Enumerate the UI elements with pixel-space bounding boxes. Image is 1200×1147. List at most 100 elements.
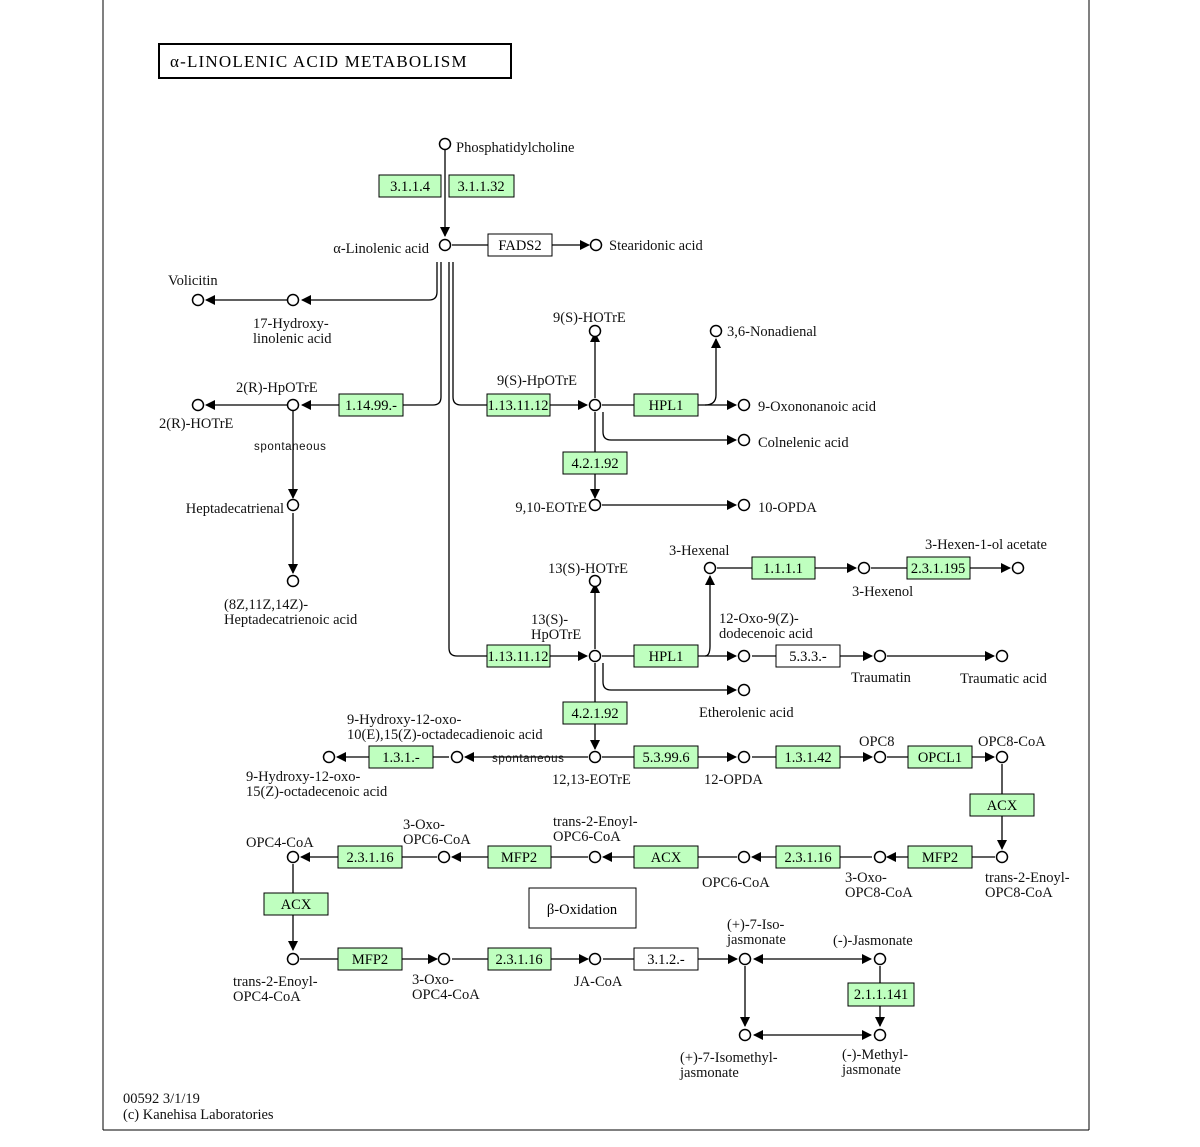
enzyme-adh[interactable]: 1.1.1.1	[751, 556, 816, 580]
edge-ala-17hydroxy	[301, 262, 438, 305]
compound-etherolenic-acid[interactable]	[737, 683, 751, 697]
enzyme-aoc[interactable]: 5.3.99.6	[633, 745, 699, 769]
enzyme-lox-13[interactable]: 1.13.11.12	[486, 644, 551, 668]
compound-3-hexenol[interactable]	[857, 561, 871, 575]
compound-9-hydroxy-12-oxo-octadecadienoic-acid[interactable]	[450, 750, 464, 764]
compound-colnelenic-acid[interactable]	[737, 433, 751, 447]
compound-2r-hotre[interactable]	[191, 398, 205, 412]
compound-heptadecatrienoic-acid[interactable]	[286, 574, 300, 588]
svg-text:1.14.99.-: 1.14.99.-	[345, 398, 397, 414]
enzyme-acx-1[interactable]: ACX	[969, 793, 1035, 817]
compound-opc6-coa[interactable]	[737, 850, 751, 864]
enzyme-kat-2[interactable]: 2.3.1.16	[337, 845, 403, 869]
enzyme-aat[interactable]: 2.3.1.195	[906, 556, 971, 580]
compound-9s-hotre[interactable]	[588, 324, 602, 338]
compound-3-hexen-1-ol-acetate[interactable]	[1011, 561, 1025, 575]
enzyme-hpl1-13[interactable]: HPL1	[633, 644, 699, 668]
compound-3-oxo-opc8-coa[interactable]	[873, 850, 887, 864]
edge-9shpotre-colnelenic	[602, 412, 737, 445]
enzyme-1.14.99[interactable]: 1.14.99.-	[338, 393, 404, 417]
label-3-hexenal: 3-Hexenal	[669, 543, 729, 559]
enzyme-fads2[interactable]: FADS2	[487, 233, 553, 257]
label-trans-2-enoyl-opc6-b: OPC6-CoA	[553, 829, 621, 845]
compound-13s-hpotre[interactable]	[588, 649, 602, 663]
compound-3-oxo-opc4-coa[interactable]	[437, 952, 451, 966]
enzyme-acx-3[interactable]: ACX	[263, 892, 329, 916]
enzyme-5.3.3[interactable]: 5.3.3.-	[775, 644, 841, 668]
label-trans-2-enoyl-opc4-b: OPC4-CoA	[233, 989, 301, 1005]
map-title: α-LINOLENIC ACID METABOLISM	[170, 52, 468, 71]
label-hydroxy-oxo-enoic-a: 9-Hydroxy-12-oxo-	[246, 769, 361, 785]
label-9s-hpotre: 9(S)-HpOTrE	[497, 373, 577, 389]
beta-oxidation-map-link[interactable]: β-Oxidation	[528, 887, 637, 929]
compound-2r-hpotre[interactable]	[286, 398, 300, 412]
compound-9-10-eotre[interactable]	[588, 498, 602, 512]
compound-3-6-nonadienal[interactable]	[709, 324, 723, 338]
label-spontaneous-1: spontaneous	[254, 441, 326, 453]
compound-heptadecatrienal[interactable]	[286, 498, 300, 512]
label-12-opda: 12-OPDA	[704, 772, 763, 788]
compound-alpha-linolenic-acid[interactable]	[438, 238, 452, 252]
compound-traumatin[interactable]	[873, 649, 887, 663]
enzyme-mfp2-3[interactable]: MFP2	[337, 947, 403, 971]
compound-10-opda[interactable]	[737, 498, 751, 512]
compound-7-isomethyl-jasmonate[interactable]	[738, 1028, 752, 1042]
compound-opc4-coa[interactable]	[286, 850, 300, 864]
label-heptadecatrienoic-acid-a: (8Z,11Z,14Z)-	[224, 597, 308, 613]
compound-traumatic-acid[interactable]	[995, 649, 1009, 663]
compound-7-iso-jasmonate[interactable]	[738, 952, 752, 966]
compound-volicitin[interactable]	[191, 293, 205, 307]
enzyme-kat-3[interactable]: 2.3.1.16	[487, 947, 552, 971]
compound-13s-hotre[interactable]	[588, 574, 602, 588]
compound-12-oxo-dodecenoic-acid[interactable]	[737, 649, 751, 663]
enzyme-mfp2-1[interactable]: MFP2	[907, 845, 973, 869]
compound-opc8[interactable]	[873, 750, 887, 764]
compound-jasmonate[interactable]	[873, 952, 887, 966]
enzyme-opr[interactable]: 1.3.1.42	[775, 745, 841, 769]
enzyme-1.3.1[interactable]: 1.3.1.-	[368, 745, 434, 769]
compound-opc8-coa[interactable]	[995, 750, 1009, 764]
compound-trans-2-enoyl-opc4-coa[interactable]	[286, 952, 300, 966]
enzyme-mfp2-2[interactable]: MFP2	[487, 845, 552, 869]
label-9-oxononanoic-acid: 9-Oxononanoic acid	[758, 399, 877, 415]
svg-text:5.3.3.-: 5.3.3.-	[789, 649, 827, 665]
compound-stearidonic-acid[interactable]	[589, 238, 603, 252]
enzyme-hpl1-9[interactable]: HPL1	[633, 393, 699, 417]
compound-methyl-jasmonate[interactable]	[873, 1028, 887, 1042]
compound-12-13-eotre[interactable]	[588, 750, 602, 764]
label-stearidonic-acid: Stearidonic acid	[609, 238, 704, 254]
enzyme-3.1.1.32[interactable]: 3.1.1.32	[448, 174, 515, 198]
svg-text:HPL1: HPL1	[649, 649, 684, 665]
title-box	[158, 43, 512, 79]
enzyme-aos-13[interactable]: 4.2.1.92	[562, 701, 628, 725]
enzyme-lox-9[interactable]: 1.13.11.12	[486, 393, 551, 417]
svg-text:FADS2: FADS2	[498, 238, 541, 254]
enzyme-opcl1[interactable]: OPCL1	[907, 745, 973, 769]
label-17-hydroxy-a: 17-Hydroxy-	[253, 316, 329, 332]
compound-9-hydroxy-12-oxo-octadecenoic-acid[interactable]	[322, 750, 336, 764]
compound-trans-2-enoyl-opc8-coa[interactable]	[995, 850, 1009, 864]
enzyme-acx-2[interactable]: ACX	[633, 845, 699, 869]
enzyme-3.1.2[interactable]: 3.1.2.-	[633, 947, 699, 971]
label-13s-hpotre-a: 13(S)-	[531, 612, 568, 628]
compound-17-hydroxylinolenic-acid[interactable]	[286, 293, 300, 307]
compound-ja-coa[interactable]	[588, 952, 602, 966]
svg-text:2.3.1.16: 2.3.1.16	[784, 850, 831, 866]
enzyme-3.1.1.4[interactable]: 3.1.1.4	[378, 174, 442, 198]
label-7-iso-jasmonate-b: jasmonate	[726, 932, 786, 948]
compound-phosphatidylcholine[interactable]	[438, 137, 452, 151]
enzyme-jmt[interactable]: 2.1.1.141	[847, 982, 915, 1007]
compound-nodes[interactable]	[191, 137, 1025, 1042]
compound-3-hexenal[interactable]	[703, 561, 717, 575]
edge-ala-lox9	[452, 262, 487, 406]
compound-9-oxononanoic-acid[interactable]	[737, 398, 751, 412]
compound-12-opda[interactable]	[737, 750, 751, 764]
compound-9s-hpotre[interactable]	[588, 398, 602, 412]
compound-trans-2-enoyl-opc6-coa[interactable]	[588, 850, 602, 864]
compound-3-oxo-opc6-coa[interactable]	[437, 850, 451, 864]
label-7-iso-jasmonate-a: (+)-7-Iso-	[727, 917, 784, 933]
enzyme-boxes[interactable]: 3.1.1.4 3.1.1.32 FADS2 1.14.99.- 1.13.11…	[263, 174, 1035, 1007]
label-3-oxo-opc4-b: OPC4-CoA	[412, 987, 480, 1003]
enzyme-aos-9[interactable]: 4.2.1.92	[562, 451, 628, 475]
enzyme-kat-1[interactable]: 2.3.1.16	[775, 845, 841, 869]
